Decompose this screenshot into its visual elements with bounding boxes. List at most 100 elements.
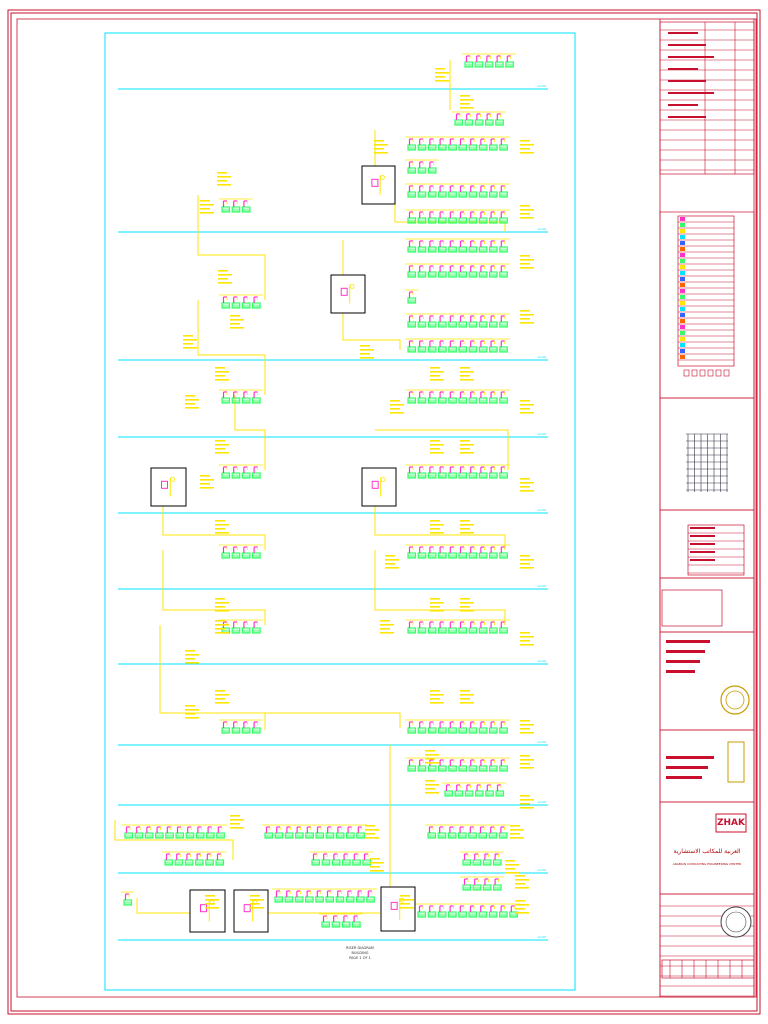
- plumbing-fixture-icon: [448, 466, 457, 479]
- fixture-body: [417, 627, 427, 634]
- caption-line: PAGE 1 OF 1: [349, 956, 371, 960]
- plumbing-fixture-icon: [427, 826, 437, 839]
- fixture-fill: [222, 554, 229, 558]
- pipe-size-label: [215, 610, 229, 612]
- fixture-body: [284, 832, 294, 839]
- fixture-fill: [275, 834, 283, 838]
- fixture-fill: [463, 886, 470, 890]
- fixture-body: [489, 271, 498, 278]
- plumbing-fixture-icon: [407, 759, 417, 772]
- fixture-fill: [439, 629, 446, 633]
- fixture-fill: [479, 399, 487, 403]
- pipe-size-label: [435, 76, 445, 78]
- fixture-fill: [428, 767, 436, 771]
- fixture-body: [252, 727, 261, 734]
- fixture-body: [478, 627, 488, 634]
- fixture-body: [458, 765, 468, 772]
- plumbing-fixture-icon: [468, 466, 478, 479]
- plumbing-fixture-icon: [448, 315, 457, 328]
- fixture-fill: [448, 834, 456, 838]
- plumbing-fixture-icon: [448, 546, 457, 559]
- plumbing-fixture-icon: [468, 546, 478, 559]
- pipe-size-label: [520, 322, 534, 324]
- pipe-size-label: [185, 650, 195, 652]
- floor-level-tag: +0.00: [537, 659, 546, 663]
- fixture-fill: [483, 886, 491, 890]
- fixture-body: [468, 246, 478, 253]
- pipe-size-label: [515, 900, 525, 902]
- pipe-size-label: [217, 176, 231, 178]
- fixture-fill: [459, 729, 466, 733]
- fixture-body: [509, 911, 518, 918]
- fixture-fill: [463, 861, 470, 865]
- fixture-body: [499, 346, 508, 353]
- plumbing-fixture-icon: [274, 890, 284, 903]
- fixture-body: [427, 217, 437, 224]
- fixture-body: [175, 832, 185, 839]
- fixture-fill: [500, 399, 507, 403]
- plumbing-fixture-icon: [505, 55, 514, 68]
- pipe-size-label: [520, 490, 534, 492]
- legend-swatch: [680, 295, 685, 299]
- plumbing-fixture-icon: [509, 905, 518, 918]
- project-info-text: [690, 543, 715, 545]
- plumbing-fixture-icon: [493, 878, 502, 891]
- plumbing-fixture-icon: [458, 315, 468, 328]
- riser-pipe: [162, 550, 266, 625]
- pipe-size-label: [215, 528, 225, 530]
- plumbing-fixture-icon: [499, 340, 508, 353]
- fixture-fill: [439, 323, 446, 327]
- pipe-size-label: [460, 107, 474, 109]
- plumbing-fixture-icon: [427, 211, 437, 224]
- floor-level-tag: +0.00: [537, 227, 546, 231]
- pipe-size-label: [430, 448, 440, 450]
- plumbing-fixture-icon: [448, 185, 457, 198]
- pipe-size-label: [205, 903, 215, 905]
- plumbing-fixture-icon: [448, 721, 457, 734]
- fixture-fill: [490, 399, 497, 403]
- plumbing-fixture-icon: [321, 915, 331, 928]
- fixture-fill: [265, 834, 272, 838]
- pipe-size-label: [460, 444, 474, 446]
- legend-swatch: [680, 301, 685, 305]
- pipe-size-label: [425, 792, 439, 794]
- plumbing-fixture-icon: [417, 138, 427, 151]
- plumbing-fixture-icon: [284, 890, 294, 903]
- plumbing-fixture-icon: [264, 826, 274, 839]
- pipe-size-label: [505, 864, 519, 866]
- pipe-size-label: [460, 528, 470, 530]
- pipe-size-label: [365, 825, 375, 827]
- plumbing-fixture-icon: [482, 878, 492, 891]
- fixture-fill: [449, 913, 456, 917]
- fixture-body: [417, 246, 427, 253]
- fixture-body: [454, 119, 464, 126]
- plumbing-fixture-icon: [448, 240, 457, 253]
- legend-swatch: [680, 319, 685, 323]
- plumbing-fixture-icon: [468, 721, 478, 734]
- pump-frame: [189, 889, 226, 933]
- fixture-fill: [500, 323, 507, 327]
- fixture-fill: [439, 729, 446, 733]
- fixture-body: [407, 167, 417, 174]
- fixture-body: [252, 302, 261, 309]
- plumbing-fixture-icon: [448, 265, 457, 278]
- pump-gauge: [380, 174, 385, 180]
- fixture-body: [427, 472, 437, 479]
- plumbing-fixture-icon: [495, 55, 504, 68]
- fixture-fill: [222, 399, 229, 403]
- fixture-fill: [490, 273, 497, 277]
- fixture-body: [407, 144, 417, 151]
- fixture-fill: [418, 169, 426, 173]
- plumbing-fixture-icon: [489, 240, 498, 253]
- legend-swatch: [680, 253, 685, 257]
- pipe-size-label: [460, 532, 474, 534]
- plumbing-fixture-icon: [462, 853, 472, 866]
- pipe-size-label: [520, 728, 530, 730]
- fixture-body: [427, 144, 437, 151]
- fixture-body: [252, 627, 261, 634]
- fixture-fill: [242, 554, 250, 558]
- fixture-body: [468, 217, 478, 224]
- pipe-size-label: [218, 282, 232, 284]
- plumbing-fixture-icon: [438, 240, 447, 253]
- fixture-fill: [408, 474, 415, 478]
